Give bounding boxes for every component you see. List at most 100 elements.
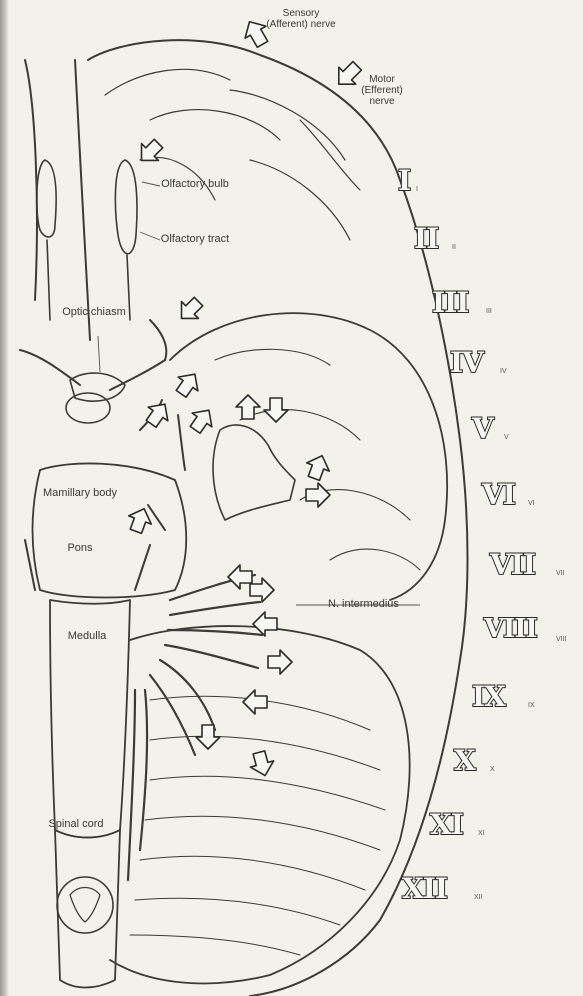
midline [75, 60, 90, 340]
olfactory-bulb-label: Olfactory bulb [160, 178, 230, 190]
trigeminal-arrow-3 [303, 452, 334, 483]
trigeminal-nerve [213, 425, 295, 520]
spinal-cord-section [57, 877, 113, 933]
mamillary-body-text: Mamillary body [43, 487, 117, 499]
n-intermedius-label: N. intermedius [328, 598, 428, 610]
pons [33, 463, 187, 597]
sub-IV-text: IV [500, 368, 507, 375]
left-hemisphere-edge [25, 60, 37, 300]
medulla-label: Medulla [52, 630, 122, 642]
olfactory-tract-left [47, 240, 50, 320]
numeral-VIII: VIII [484, 614, 537, 644]
numeral-III-text: III [432, 286, 468, 319]
trigeminal-arrow-2 [264, 398, 288, 422]
ix-arrow [243, 690, 267, 714]
olfactory-bulb-right [115, 160, 137, 254]
hypophysis [66, 393, 110, 423]
sub-VI-text: VI [528, 500, 535, 507]
viii-arrow-1 [253, 612, 277, 636]
viii-arrow-2 [268, 650, 292, 674]
cerebellum-folia [130, 696, 385, 955]
sub-X: X [490, 766, 495, 773]
sub-VIII: VIII [556, 636, 567, 643]
numeral-IV: IV [450, 346, 483, 379]
optic-arrow [173, 293, 207, 327]
sub-V: V [504, 434, 509, 441]
motor-nerve-label: Motor (Efferent) nerve [352, 74, 412, 107]
sub-VIII-text: VIII [556, 636, 567, 643]
sub-XII-text: XII [474, 894, 483, 901]
x-arrow [196, 725, 220, 749]
sub-II-text: II [452, 244, 456, 251]
sub-IV: IV [500, 368, 507, 375]
trochlear-root [178, 415, 185, 470]
numeral-VIII-text: VIII [484, 614, 537, 644]
sub-VII-text: VII [556, 570, 565, 577]
numeral-II: II [414, 222, 438, 255]
numeral-IV-text: IV [450, 346, 483, 379]
nerve-roots [128, 575, 262, 880]
xi-arrow [247, 749, 276, 778]
olfactory-bulb-left [37, 160, 56, 237]
numeral-VI: VI [482, 478, 515, 511]
sub-VI: VI [528, 500, 535, 507]
sub-III: III [486, 308, 492, 315]
numeral-VII: VII [490, 548, 535, 581]
numeral-V: V [472, 412, 493, 445]
sub-IX-text: IX [528, 702, 535, 709]
numeral-XI: XI [430, 808, 463, 841]
temporal-lobe [170, 313, 447, 600]
sub-V-text: V [504, 434, 509, 441]
trigeminal-arrow-1 [236, 395, 260, 419]
oculomotor-arrow-1 [171, 367, 204, 400]
numeral-X-text: X [454, 744, 475, 777]
numeral-XII-text: XII [402, 872, 447, 905]
numeral-II-text: II [414, 222, 438, 255]
spinal-cord-label: Spinal cord [48, 818, 104, 830]
n-intermedius-text: N. intermedius [328, 598, 399, 610]
spinal-cord [55, 830, 120, 988]
sub-IX: IX [528, 702, 535, 709]
numeral-XII: XII [402, 872, 447, 905]
numeral-VII-text: VII [490, 548, 535, 581]
optic-chiasm-text: Optic chiasm [62, 306, 126, 318]
sub-VII: VII [556, 570, 565, 577]
sub-I: I [416, 186, 418, 193]
numeral-IX-text: IX [472, 680, 505, 713]
abducens-root [148, 505, 165, 530]
sensory-nerve-text: Sensory (Afferent) nerve [266, 8, 335, 30]
pons-label: Pons [60, 542, 100, 554]
olfactory-arrow [133, 135, 167, 169]
pons-text: Pons [67, 542, 92, 554]
abducens-arrow [306, 483, 330, 507]
numeral-V-text: V [472, 412, 493, 445]
sub-II: II [452, 244, 456, 251]
trochlear-arrow [185, 403, 218, 436]
numeral-III: III [432, 286, 468, 319]
sub-X-text: X [490, 766, 495, 773]
vii-arrow-1 [228, 565, 252, 589]
optic-chiasm-label: Optic chiasm [62, 306, 126, 318]
oculomotor-arrow-2 [141, 397, 174, 430]
medulla-text: Medulla [68, 630, 107, 642]
spinal-cord-text: Spinal cord [48, 818, 103, 830]
numeral-VI-text: VI [482, 478, 515, 511]
numeral-I-text: I [398, 164, 410, 197]
numeral-I: I [398, 164, 410, 197]
numeral-XI-text: XI [430, 808, 463, 841]
sub-XI-text: XI [478, 830, 485, 837]
olfactory-tract-text: Olfactory tract [161, 233, 229, 245]
sub-XI: XI [478, 830, 485, 837]
sub-III-text: III [486, 308, 492, 315]
sub-XII: XII [474, 894, 483, 901]
olfactory-tract-label: Olfactory tract [160, 233, 230, 245]
olfactory-bulb-text: Olfactory bulb [161, 178, 229, 190]
olfactory-tract-right [127, 255, 130, 320]
motor-nerve-text: Motor (Efferent) nerve [361, 74, 403, 107]
sub-I-text: I [416, 186, 418, 193]
numeral-IX: IX [472, 680, 505, 713]
vii-arrow-2 [250, 578, 274, 602]
sensory-nerve-label: Sensory (Afferent) nerve [266, 8, 336, 30]
numeral-X: X [454, 744, 475, 777]
mamillary-body-label: Mamillary body [38, 487, 122, 499]
